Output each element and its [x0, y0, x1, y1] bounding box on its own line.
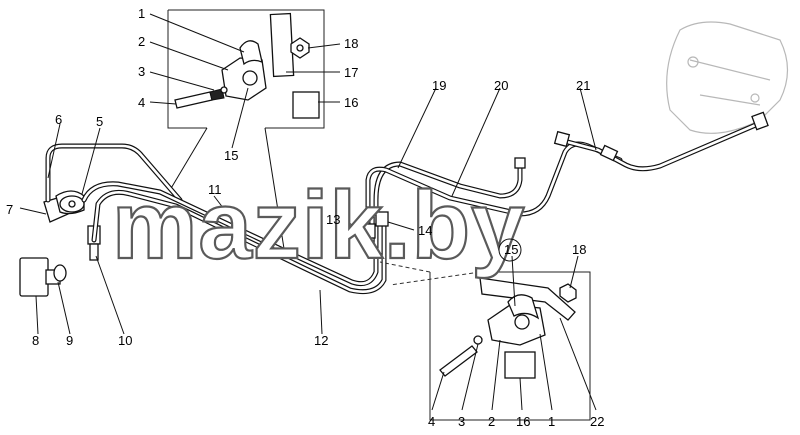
callout-18-bottom: 18 [572, 242, 586, 257]
callout-18-top: 18 [344, 36, 358, 51]
background-unit-sketch [666, 21, 789, 134]
callout-12: 12 [314, 333, 328, 348]
callout-4-top: 4 [138, 95, 145, 110]
bottom-detail-frame [379, 261, 591, 421]
callout-labels: 1 2 3 4 5 6 7 8 9 10 11 12 13 14 15 16 1… [6, 6, 604, 429]
left-fitting-group [19, 190, 101, 297]
callout-6: 6 [55, 112, 62, 127]
callout-7: 7 [6, 202, 13, 217]
callout-1-bottom: 1 [548, 414, 555, 429]
pipe-21 [553, 111, 769, 172]
pipe-10 [91, 189, 387, 295]
top-detail-frame [167, 9, 325, 256]
callout-19: 19 [432, 78, 446, 93]
callout-15-bottom: 15 [504, 242, 518, 257]
pipe-6 [45, 143, 183, 203]
pipe-11-12 [81, 159, 523, 287]
watermark-logo: mazik.by [112, 172, 526, 279]
pipe-fittings-13-14 [362, 157, 526, 239]
callout-2-bottom: 2 [488, 414, 495, 429]
callout-15-top: 15 [224, 148, 238, 163]
callout-2-top: 2 [138, 34, 145, 49]
callout-17: 17 [344, 65, 358, 80]
callout-16-bottom: 16 [516, 414, 530, 429]
callout-22: 22 [590, 414, 604, 429]
callout-8: 8 [32, 333, 39, 348]
callout-16-top: 16 [344, 95, 358, 110]
callout-11: 11 [208, 182, 222, 197]
leader-lines [19, 13, 597, 411]
callout-10: 10 [118, 333, 132, 348]
callout-9: 9 [66, 333, 73, 348]
callout-3-bottom: 3 [458, 414, 465, 429]
callout-4-bottom: 4 [428, 414, 435, 429]
bottom-clamp-assembly [439, 277, 577, 379]
callout-14: 14 [418, 223, 432, 238]
callout-3-top: 3 [138, 64, 145, 79]
top-clamp-assembly [174, 12, 320, 119]
callout-20: 20 [494, 78, 508, 93]
callout-5: 5 [96, 114, 103, 129]
callout-1-top: 1 [138, 6, 145, 21]
callout-15-ring [498, 238, 522, 262]
callout-21: 21 [576, 78, 590, 93]
callout-13: 13 [326, 212, 340, 227]
